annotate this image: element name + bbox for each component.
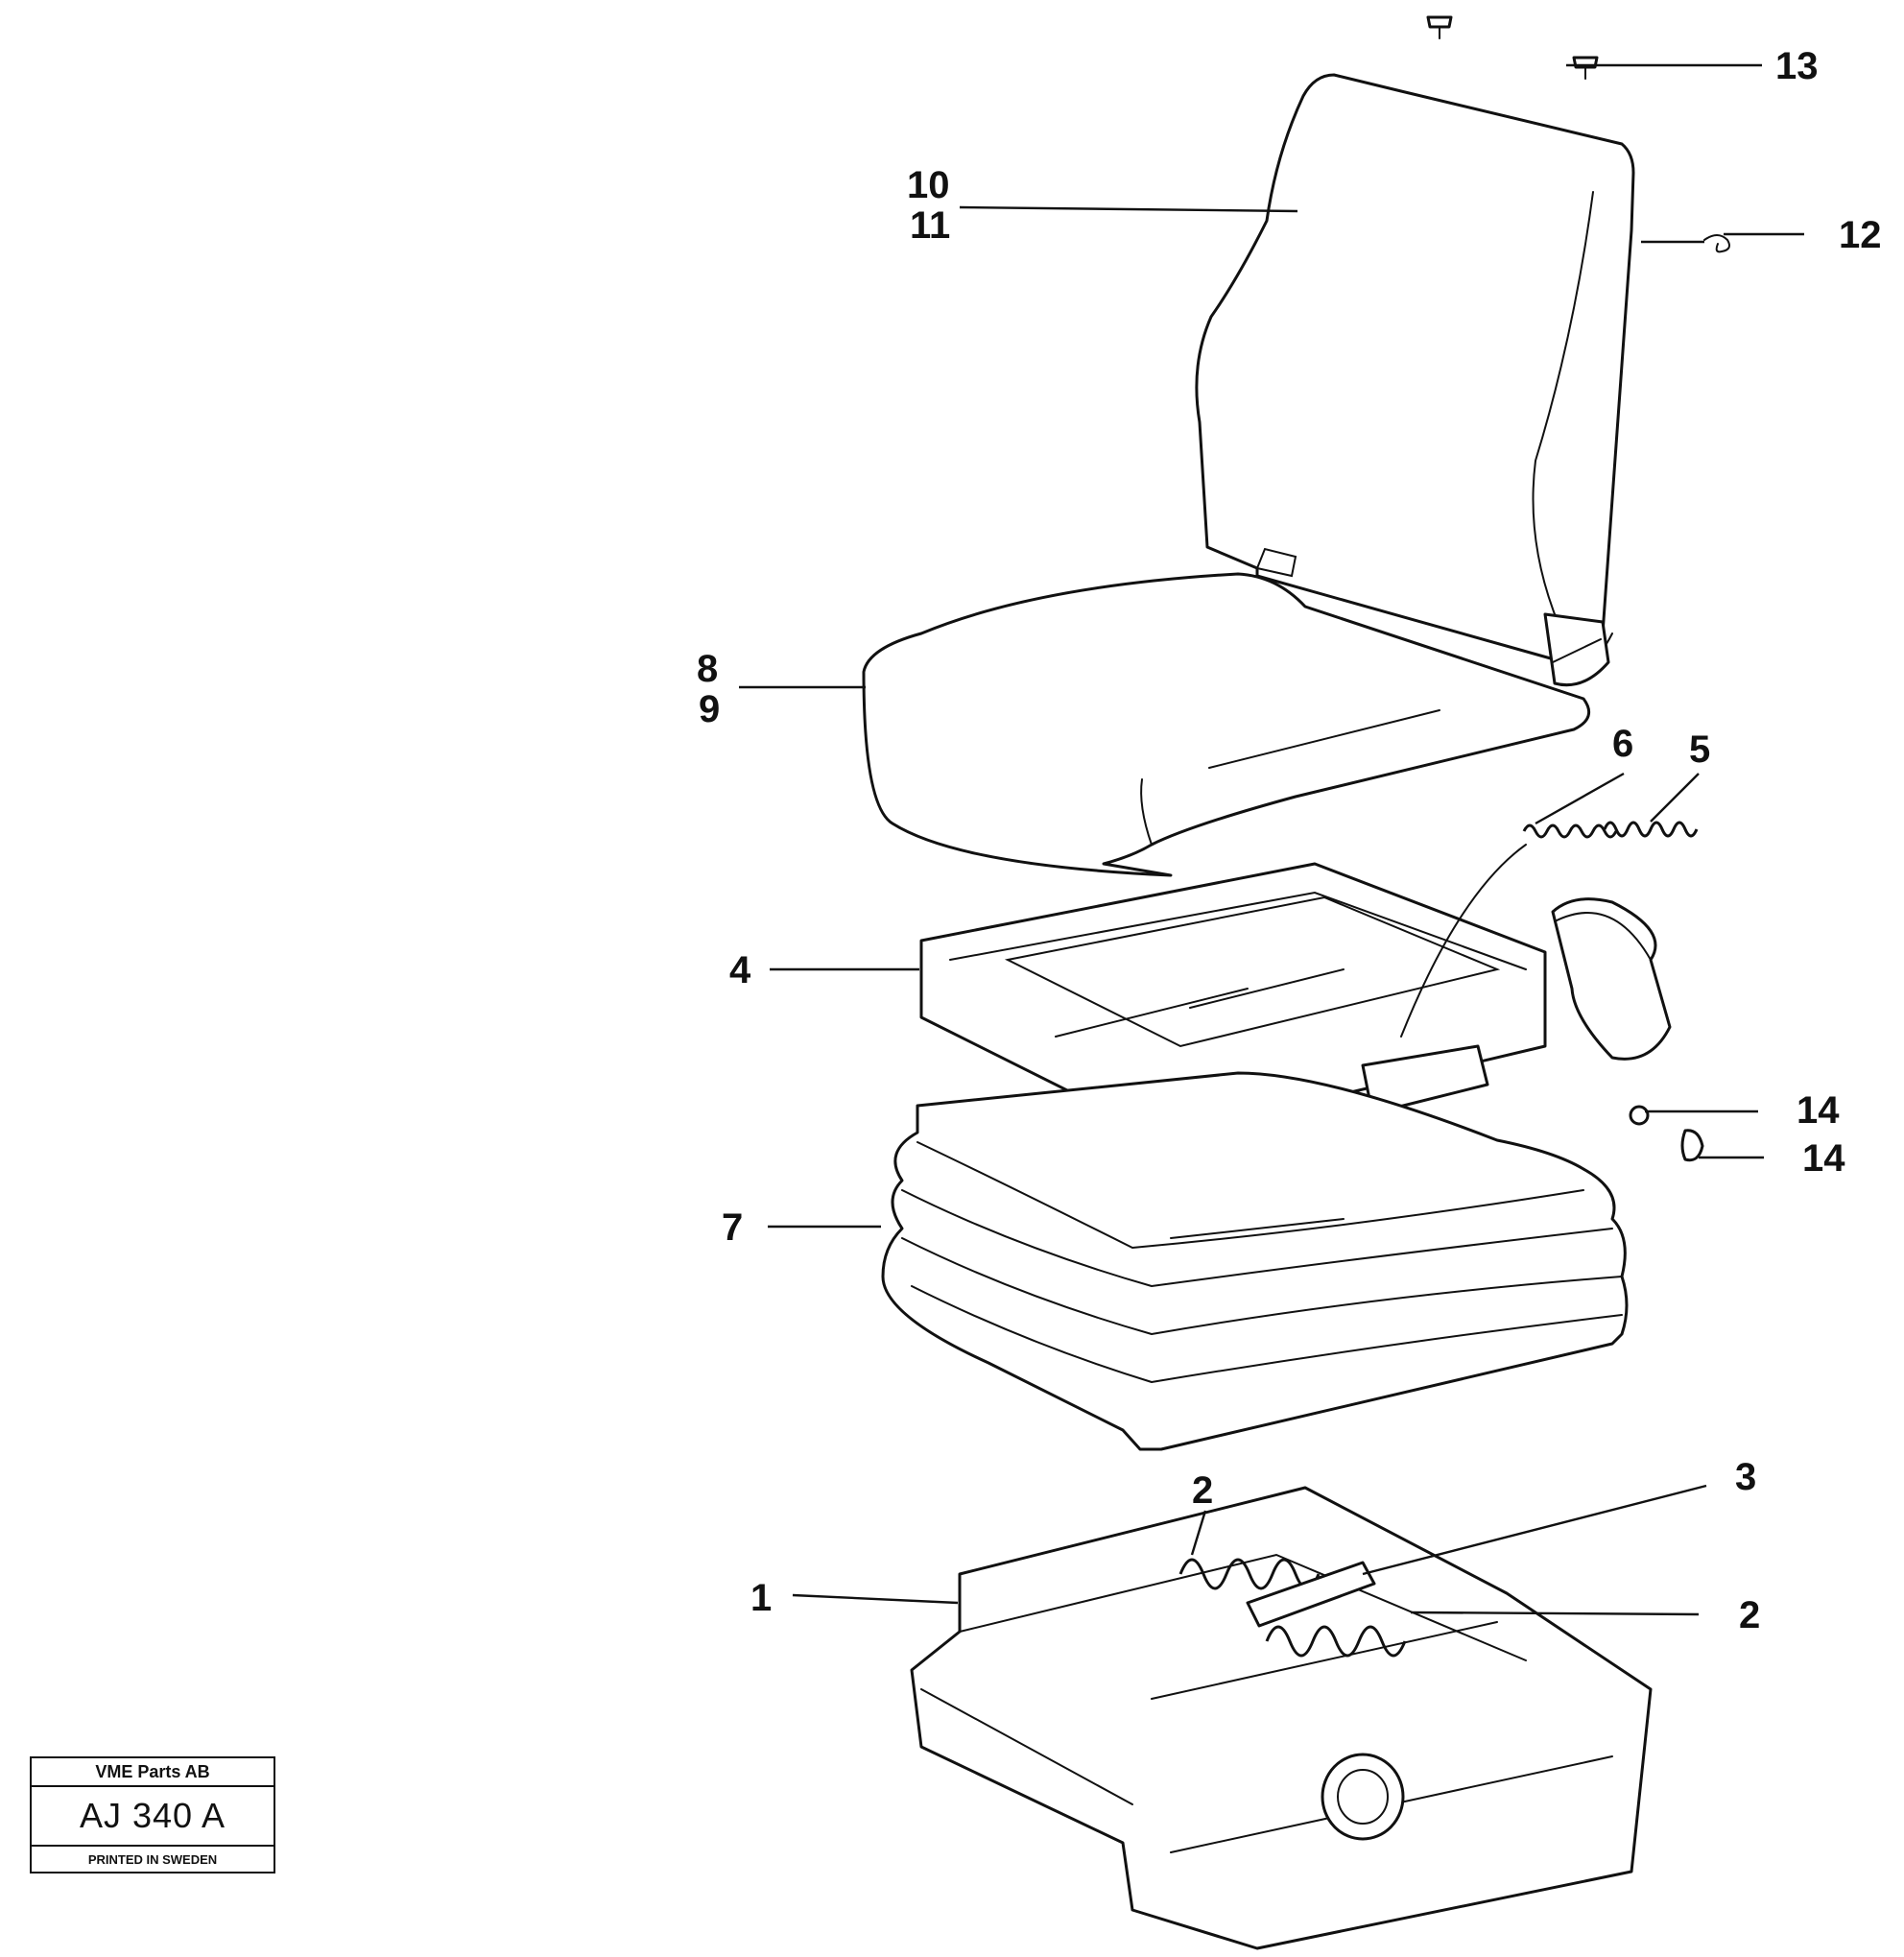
title-block: VME Parts AB AJ 340 A PRINTED IN SWEDEN <box>30 1756 275 1873</box>
armrest-pad <box>1551 897 1672 1061</box>
knob-pin-top <box>1426 15 1453 39</box>
drawing-code: AJ 340 A <box>32 1787 274 1847</box>
callout-5: 5 <box>1689 728 1710 771</box>
callout-1: 1 <box>750 1577 772 1619</box>
callout-9: 9 <box>699 688 720 730</box>
bellows <box>881 1071 1629 1451</box>
clip-12 <box>1703 234 1730 253</box>
suspension-base <box>910 1486 1653 1950</box>
shock-absorber <box>1246 1561 1376 1628</box>
cable <box>1400 844 1527 1038</box>
company-name: VME Parts AB <box>32 1758 274 1787</box>
callout-7: 7 <box>722 1206 743 1249</box>
callout-8: 8 <box>697 648 718 690</box>
callout-13: 13 <box>1775 45 1819 87</box>
backrest-hinge-bracket <box>1543 612 1610 687</box>
callout-12: 12 <box>1839 214 1882 256</box>
seat-cushion <box>862 572 1591 877</box>
nut-14 <box>1629 1105 1650 1126</box>
callout-2-right: 2 <box>1739 1594 1760 1636</box>
callout-14-a: 14 <box>1797 1089 1840 1132</box>
callout-6: 6 <box>1612 723 1633 765</box>
callout-3: 3 <box>1735 1456 1756 1498</box>
spring-5 <box>1603 821 1699 838</box>
leader-lines <box>739 63 1804 1616</box>
clip-14 <box>1680 1129 1704 1162</box>
knob-pin-13 <box>1572 56 1599 80</box>
adjust-knob <box>1321 1753 1405 1841</box>
callout-10: 10 <box>907 164 950 206</box>
callout-11: 11 <box>910 204 950 247</box>
callout-2-top: 2 <box>1192 1469 1213 1512</box>
callout-14-b: 14 <box>1802 1137 1845 1180</box>
spring-6 <box>1522 823 1618 839</box>
suspension-springs <box>1178 1558 1407 1658</box>
printed-note: PRINTED IN SWEDEN <box>87 1851 218 1867</box>
callout-4: 4 <box>729 949 751 991</box>
